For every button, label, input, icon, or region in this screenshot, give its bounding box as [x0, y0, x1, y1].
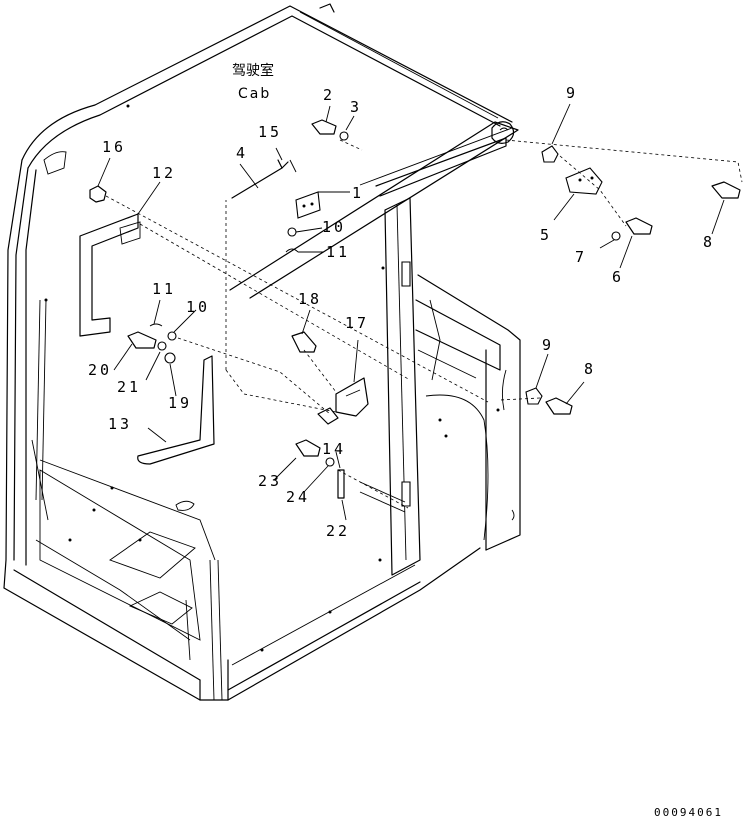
callout-9-lower: 9 [542, 336, 555, 354]
callout-17: 17 [345, 314, 370, 332]
cab-frame [3, 3, 521, 701]
parts [79, 119, 741, 499]
callout-22: 22 [326, 522, 351, 540]
callout-9-upper: 9 [566, 84, 579, 102]
callout-5: 5 [540, 226, 553, 244]
callout-19: 19 [168, 394, 193, 412]
callout-2: 2 [323, 86, 336, 104]
drawing-code: 00094061 [654, 806, 723, 819]
cab-title-english: Cab [238, 86, 272, 102]
callout-13: 13 [108, 415, 133, 433]
callout-11-lower: 11 [152, 280, 177, 298]
callout-10-lower: 10 [186, 298, 211, 316]
callout-8-lower: 8 [584, 360, 597, 378]
callout-4: 4 [236, 144, 249, 162]
callout-12: 12 [152, 164, 177, 182]
callout-6: 6 [612, 268, 625, 286]
callout-11-upper: 11 [326, 243, 351, 261]
callout-14: 14 [322, 440, 347, 458]
callout-16: 16 [102, 138, 127, 156]
cab-title-chinese: 驾驶室 [232, 63, 274, 79]
callout-1: 1 [352, 184, 365, 202]
callout-7: 7 [575, 248, 588, 266]
callout-3: 3 [350, 98, 363, 116]
callout-10-upper: 10 [322, 218, 347, 236]
callout-8-upper: 8 [703, 233, 716, 251]
callout-21: 21 [117, 378, 142, 396]
callout-15: 15 [258, 123, 283, 141]
callout-18: 18 [298, 290, 323, 308]
callout-23: 23 [258, 472, 283, 490]
leader-lines [97, 103, 743, 521]
callout-20: 20 [88, 361, 113, 379]
callout-24: 24 [286, 488, 311, 506]
